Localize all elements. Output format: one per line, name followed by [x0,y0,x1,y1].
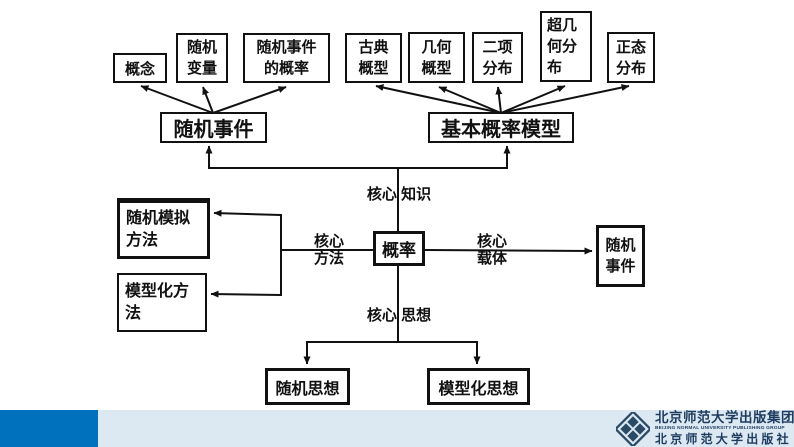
edge-label-core-carrier: 核心 载体 [476,233,507,267]
footer-band: 北京师范大学出版集团 BEIJING NORMAL UNIVERSITY PUB… [0,410,794,447]
node-random-variable: 随机 变量 [176,33,228,83]
node-normal-distribution: 正态 分布 [607,32,655,83]
node-random-events: 随机事件 [160,112,267,143]
node-basic-probability-models: 基本概率模型 [428,112,574,143]
node-binomial-distribution: 二项 分布 [472,32,523,83]
node-random-thinking: 随机思想 [265,368,350,405]
footer-accent-block [0,410,98,447]
publisher-name-en: BEIJING NORMAL UNIVERSITY PUBLISHING GRO… [655,426,785,431]
publisher-diamond-icon [616,412,650,446]
node-probability-of-random-events: 随机事件 的概率 [243,33,330,83]
node-probability-center: 概率 [373,231,425,266]
press-name-cn: 北京师范大学出版社 [655,432,792,446]
node-classical-model: 古典 概型 [345,33,402,83]
edge-label-core-idea: 核心 思想 [366,307,432,324]
node-concept: 概念 [113,53,167,83]
publisher-name-cn: 北京师范大学出版集团 [655,410,794,425]
publisher-logo: 北京师范大学出版集团 BEIJING NORMAL UNIVERSITY PUB… [616,410,794,446]
node-random-simulation-method: 随机模拟 方法 [117,198,210,259]
edge-label-core-knowledge: 核心 知识 [366,186,432,203]
node-modeling-method: 模型化方 法 [117,273,207,332]
edge-label-core-method: 核心 方法 [313,233,344,267]
node-modeling-thinking: 模型化思想 [427,368,530,405]
publisher-text-block: 北京师范大学出版集团 BEIJING NORMAL UNIVERSITY PUB… [655,410,794,446]
node-hypergeometric-distribution: 超几 何分 布 [540,11,592,82]
node-random-events-right: 随机 事件 [596,225,645,287]
node-geometric-model: 几何 概型 [408,32,465,83]
